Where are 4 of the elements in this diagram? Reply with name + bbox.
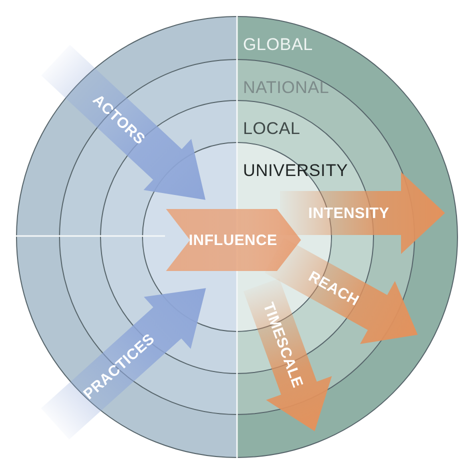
- ring-label: LOCAL: [243, 119, 300, 139]
- arrow-label: INFLUENCE: [188, 232, 278, 248]
- ring-label: NATIONAL: [243, 78, 330, 98]
- ring-label: GLOBAL: [243, 35, 313, 55]
